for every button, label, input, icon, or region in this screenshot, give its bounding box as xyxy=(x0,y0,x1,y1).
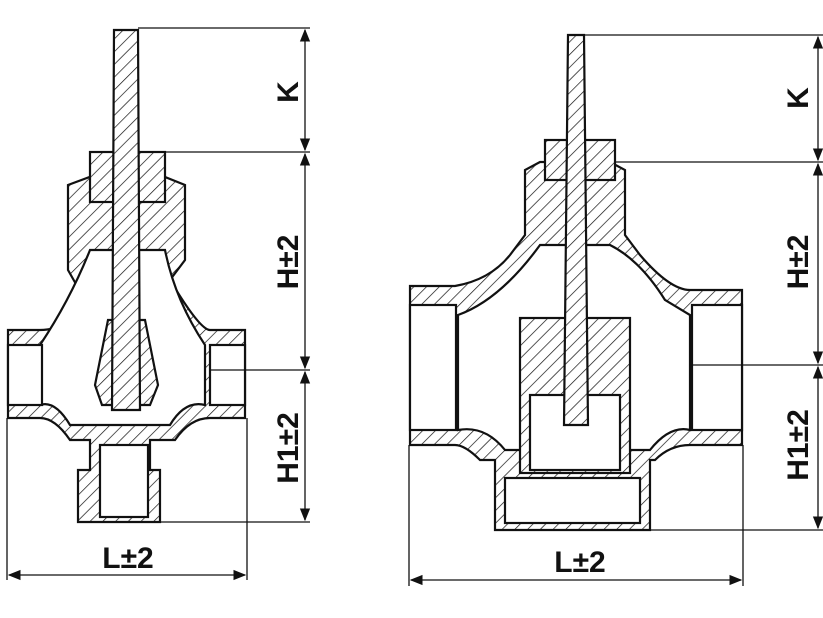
two-way-valve: K H±2 H1±2 L±2 xyxy=(6,27,311,581)
h1-label: H1±2 xyxy=(782,409,815,481)
right-port xyxy=(690,303,744,432)
stem xyxy=(110,28,142,412)
h1-label: H1±2 xyxy=(272,412,305,484)
k-label: K xyxy=(782,87,815,109)
three-way-valve: K H±2 H1±2 L±2 xyxy=(408,33,823,586)
h-label: H±2 xyxy=(782,235,815,290)
stem xyxy=(562,33,590,427)
l-label: L±2 xyxy=(554,546,605,579)
k-label: K xyxy=(272,81,305,103)
left-port xyxy=(408,303,458,432)
right-port xyxy=(208,343,247,407)
left-port xyxy=(6,343,44,407)
h-label: H±2 xyxy=(272,235,305,290)
l-label: L±2 xyxy=(102,542,153,575)
bottom-chamber xyxy=(503,476,642,525)
bottom-port xyxy=(98,443,150,519)
